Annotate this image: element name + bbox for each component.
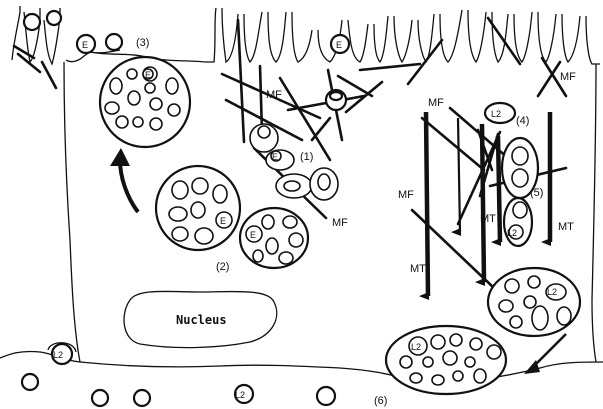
free-vesicle [47, 11, 61, 25]
l2-label: L2 [235, 390, 245, 400]
free-vesicle [330, 92, 342, 100]
released-vesicle [22, 374, 38, 390]
nucleus-label: Nucleus [176, 313, 227, 327]
e-label: E [82, 40, 88, 50]
mvb-step-2-left [156, 166, 240, 250]
step-1-label: (1) [300, 151, 313, 163]
apical-fiber [14, 46, 34, 58]
curved-arrow-2-to-3-head [110, 148, 130, 166]
mf-label: MF [332, 217, 348, 229]
cell-lateral-right [592, 64, 596, 362]
l2-label: L2 [491, 109, 501, 119]
mf-label: MF [560, 71, 576, 83]
step-3-label: (3) [136, 37, 149, 49]
released-vesicle [92, 390, 108, 406]
e-label: E [250, 230, 256, 240]
mf-label: MF [398, 189, 414, 201]
cell-basal-border [0, 351, 603, 382]
free-vesicle [24, 14, 40, 30]
mvb-step-5-right [488, 268, 580, 336]
step-2-label: (2) [216, 261, 229, 273]
apical-fiber [42, 62, 56, 88]
step-4-label: (4) [516, 115, 529, 127]
e-label: E [220, 216, 226, 226]
microtubule-arrow [482, 124, 484, 282]
mvb-step-6-basal [386, 326, 506, 394]
step-6-label: (6) [374, 395, 387, 407]
mf-label: MF [428, 97, 444, 109]
l2-label: L2 [53, 350, 63, 360]
l2-label: L2 [547, 287, 557, 297]
released-vesicle [317, 387, 335, 405]
microtubule-arrow [498, 136, 500, 242]
microtubule-arrow [426, 112, 428, 296]
e-label: E [272, 152, 278, 162]
released-vesicle [134, 390, 150, 406]
mt-label: MT [480, 213, 496, 225]
l2-label: L2 [507, 228, 517, 238]
microfilament-network-right [408, 18, 566, 288]
free-vesicle [106, 34, 122, 50]
l2-label: L2 [411, 342, 421, 352]
mt-label: MT [410, 263, 426, 275]
mt-label: MT [558, 221, 574, 233]
e-label: E [145, 70, 151, 80]
microtubule-arrow [458, 118, 460, 232]
cell-lateral-left [64, 62, 80, 362]
step-5-label: (5) [530, 187, 543, 199]
curved-arrow-2-to-3 [120, 160, 138, 212]
mf-label: MF [266, 89, 282, 101]
e-label: E [336, 40, 342, 50]
arrow-to-exocytosis [532, 334, 566, 368]
